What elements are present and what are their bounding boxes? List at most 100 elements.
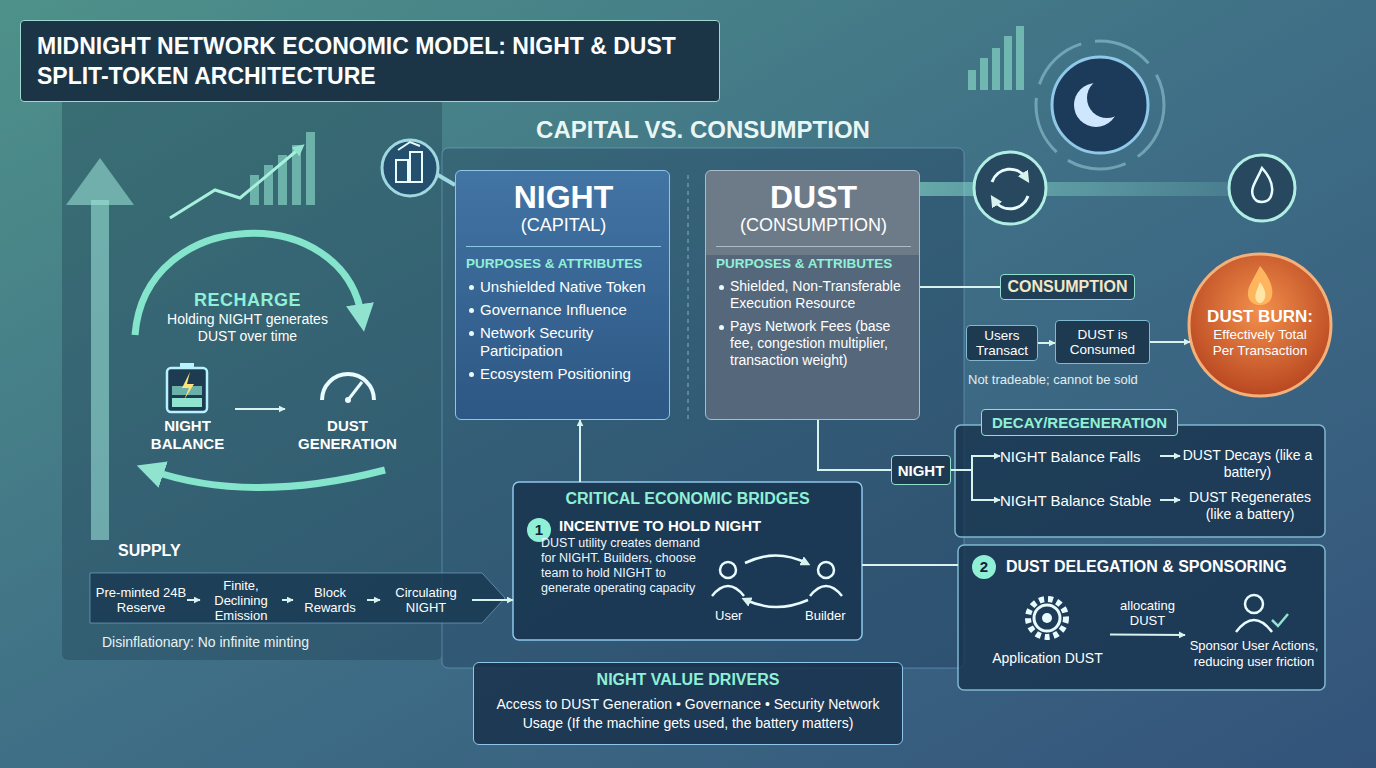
burn-circle xyxy=(1189,254,1331,396)
panels xyxy=(62,95,1325,690)
supply-ribbon xyxy=(90,573,505,623)
box-text: (CONSUMPTION) xyxy=(716,215,911,236)
diagram-box: DUST Decays (like a battery) xyxy=(1180,447,1315,481)
box-text: NIGHT xyxy=(898,462,945,479)
panels xyxy=(513,482,862,640)
diagram-box: CONSUMPTION xyxy=(1000,274,1135,300)
diagram-box: Sponsor User Actions, reducing user fric… xyxy=(1185,588,1323,683)
panels xyxy=(958,545,1325,690)
connector-arrow xyxy=(951,470,1000,500)
connector-arrow xyxy=(282,599,293,601)
diagram-box: SUPPLYDisinflationary: No infinite minti… xyxy=(88,540,488,658)
box-text: Holding NIGHT generates DUST over time xyxy=(150,311,345,345)
box-text: DECAY/REGENERATION xyxy=(981,409,1178,436)
left-chart xyxy=(170,132,315,218)
top-right-chart xyxy=(968,70,976,90)
sponsor-icon xyxy=(1236,620,1272,632)
user-builder-icons xyxy=(712,556,842,608)
box-text: Effectively Total Per Transaction xyxy=(1204,327,1316,359)
diagram-box: DUST(CONSUMPTION) PURPOSES & ATTRIBUTES Sh… xyxy=(705,170,920,420)
box-text: DUST utility creates demand for NIGHT. B… xyxy=(541,536,713,596)
panels xyxy=(688,175,689,420)
box-text: Access to DUST Generation • Governance •… xyxy=(486,695,890,733)
connector-arrow xyxy=(187,599,200,601)
user-builder-icons xyxy=(746,600,808,607)
user-builder-icons xyxy=(712,586,744,596)
diagram-title: MIDNIGHT NETWORK ECONOMIC MODEL: NIGHT &… xyxy=(20,20,720,102)
connector-arrow xyxy=(235,408,285,410)
box-text: DUST GENERATION xyxy=(285,417,410,453)
box-text: PURPOSES & ATTRIBUTES xyxy=(716,246,911,271)
box-text: NIGHT xyxy=(466,179,661,215)
box-text: CONSUMPTION xyxy=(1001,278,1134,296)
box-text: DUST Decays (like a battery) xyxy=(1180,447,1315,481)
connector-arrow xyxy=(1038,342,1055,344)
diagram-box: NIGHT BALANCE xyxy=(140,365,235,453)
box-text: SUPPLY xyxy=(88,540,488,560)
box-text: PURPOSES & ATTRIBUTES xyxy=(466,246,661,271)
box-text: Unshielded Native Token xyxy=(480,278,661,296)
gear-icon xyxy=(1034,605,1060,631)
box-text: CRITICAL ECONOMIC BRIDGES xyxy=(513,482,862,508)
panels xyxy=(442,148,964,668)
diagram-box: Finite, Declining Emission xyxy=(200,577,282,623)
burn-circle xyxy=(1189,254,1331,396)
moon-icon xyxy=(1036,41,1164,169)
box-text: Pays Network Fees (base fee, congestion … xyxy=(730,318,911,369)
box-text: Finite, Declining Emission xyxy=(200,578,282,623)
connector-arrow xyxy=(920,286,1000,288)
flame-icon-small xyxy=(1229,155,1295,221)
diagram-box: RECHARGEHolding NIGHT generates DUST ove… xyxy=(150,290,345,345)
box-text: NIGHT Balance Falls xyxy=(1000,448,1141,465)
box-text: Ecosystem Positioning xyxy=(480,365,661,383)
box-text: (CAPITAL) xyxy=(466,215,661,236)
top-right-chart xyxy=(992,48,1000,90)
diagram-box: NIGHT Balance Falls xyxy=(1000,445,1160,467)
box-text: Governance Influence xyxy=(480,301,661,319)
box-text: Application DUST xyxy=(985,650,1110,666)
diagram-box: NIGHT Balance Stable xyxy=(1000,489,1160,511)
diagram-box: DUST Regenerates (like a battery) xyxy=(1180,489,1320,523)
diagram-box: Users Transact xyxy=(966,325,1038,361)
supply-ribbon xyxy=(90,573,505,623)
diagram-box: DUST is Consumed xyxy=(1055,320,1150,364)
box-text: Builder xyxy=(805,608,845,623)
box-text: DUST xyxy=(716,179,911,215)
moon-icon xyxy=(1036,41,1164,169)
growth-arrow xyxy=(66,158,134,205)
diagram-box: NIGHT VALUE DRIVERSAccess to DUST Genera… xyxy=(473,662,903,745)
diagram-box: DUST BURN:Effectively Total Per Transact… xyxy=(1190,255,1330,395)
box-text: RECHARGE xyxy=(150,290,345,311)
box-text: Pre-minted 24B Reserve xyxy=(95,585,187,615)
box-text: Shielded, Non-Transferable Execution Res… xyxy=(730,278,911,312)
battery-icon xyxy=(172,398,202,407)
flame-icon-small xyxy=(1252,168,1272,202)
diagram-box: NIGHT xyxy=(891,455,951,485)
note-label: Not tradeable; cannot be sold xyxy=(968,372,1138,387)
box-text: Network Security Participation xyxy=(480,324,661,360)
connector-arrow xyxy=(367,599,380,601)
sponsor-icon xyxy=(1245,595,1263,613)
recycle-icon xyxy=(992,169,1026,182)
gear-icon xyxy=(1028,599,1066,637)
left-chart xyxy=(306,132,315,205)
connector-arrow xyxy=(1110,633,1185,636)
growth-arrow xyxy=(66,158,134,540)
gauge-icon xyxy=(322,374,374,403)
building-icon xyxy=(382,140,438,196)
top-right-chart xyxy=(968,26,1024,90)
edge-label: allocating DUST xyxy=(1108,597,1188,629)
connector-arrow xyxy=(1160,499,1180,501)
box-text: Circulating NIGHT xyxy=(380,585,472,615)
connector-arrow xyxy=(472,599,513,601)
diagram-box: Circulating NIGHT xyxy=(380,577,472,623)
gauge-icon xyxy=(345,397,351,403)
battery-icon xyxy=(167,363,207,412)
box-text: NIGHT Balance Stable xyxy=(1000,492,1151,509)
sponsor-icon xyxy=(1272,614,1288,626)
gear-icon xyxy=(1042,613,1052,623)
recycle-icon xyxy=(974,152,1046,224)
diagram-box: NIGHT(CAPITAL) PURPOSES & ATTRIBUTES Unshi… xyxy=(455,170,670,420)
